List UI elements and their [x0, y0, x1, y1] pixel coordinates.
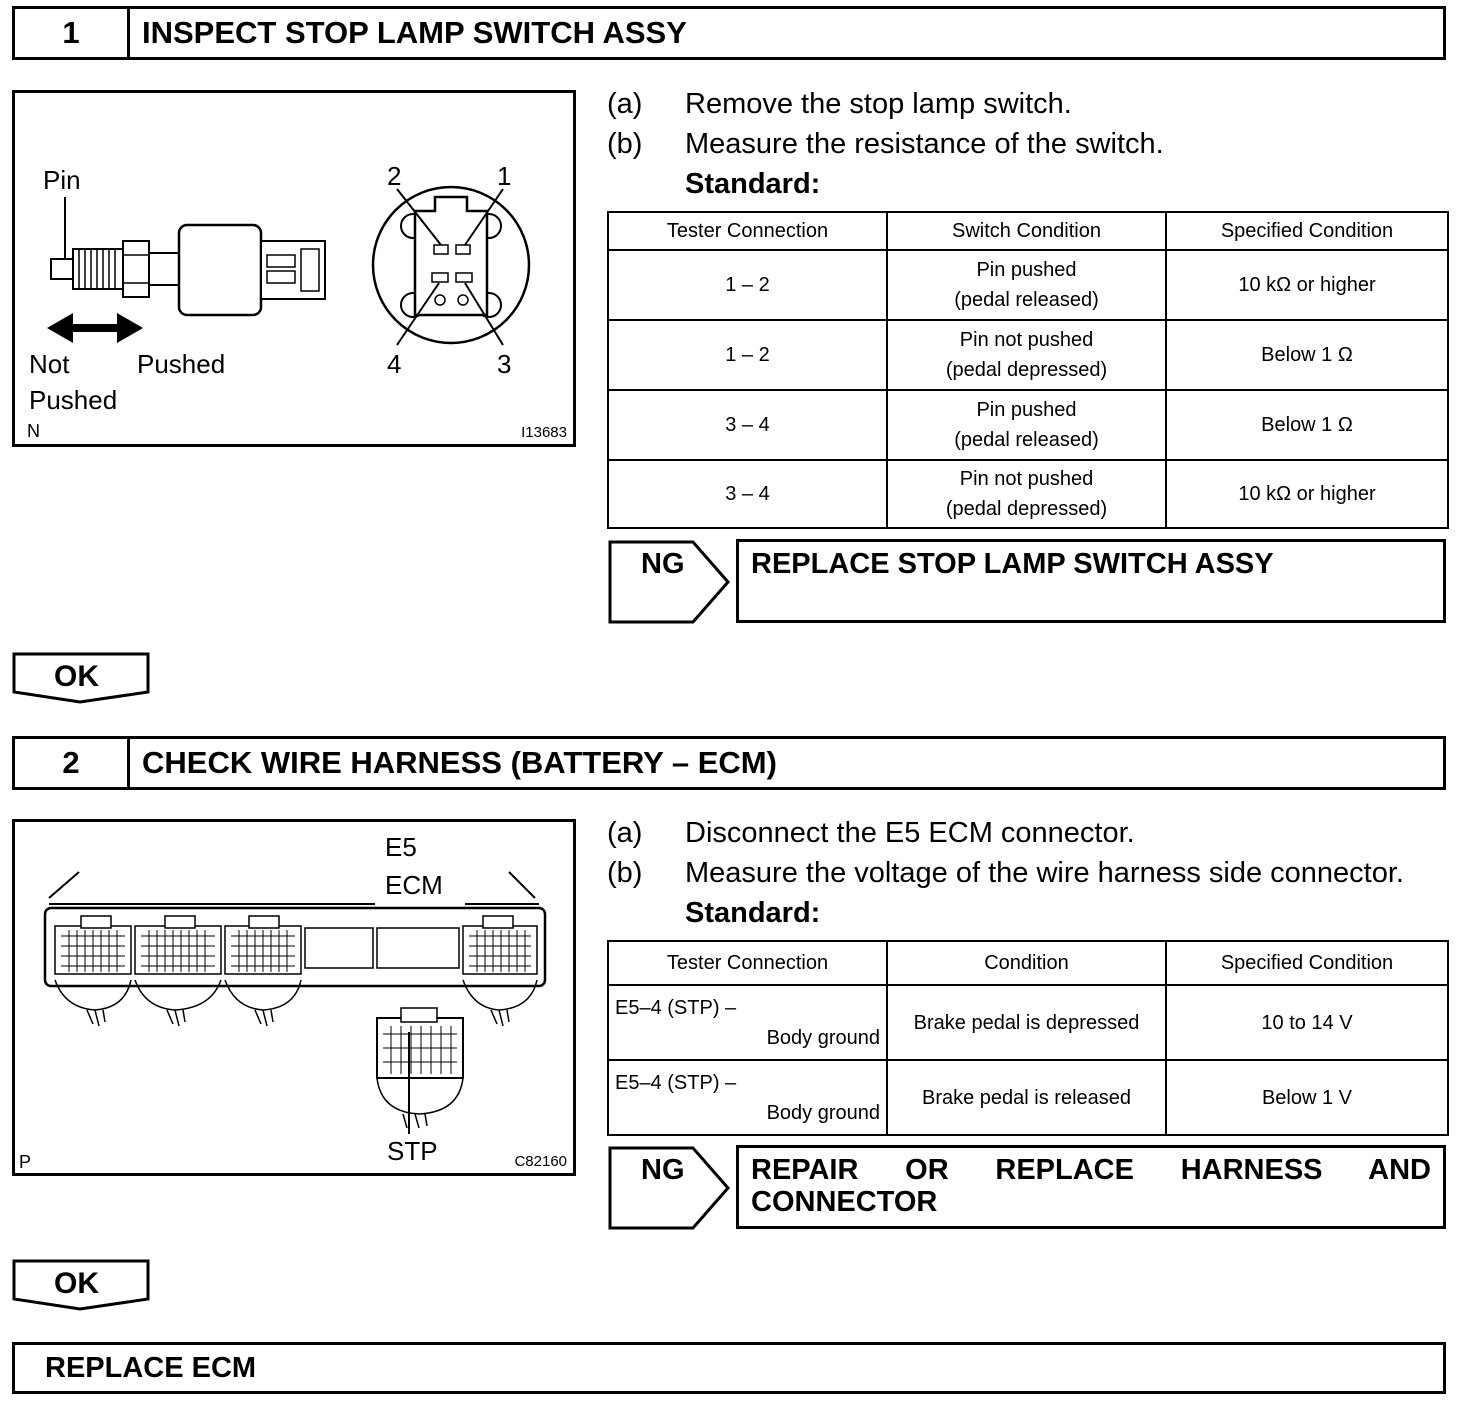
step1-ok-label: OK: [54, 660, 99, 693]
step1-spec-table: Tester Connection Switch Condition Speci…: [607, 211, 1449, 529]
instruction-a: (a) Disconnect the E5 ECM connector.: [607, 817, 1135, 849]
stp-label: STP: [387, 1136, 438, 1166]
not-pushed-label-line1: Not: [29, 349, 70, 379]
step2-instructions: (a) Disconnect the E5 ECM connector. (b)…: [607, 813, 1467, 933]
step1-figure: Pin Not Pushed Pushed 2 1 4 3 N I13683: [12, 90, 576, 447]
instruction-b: (b) Measure the resistance of the switch…: [607, 128, 1164, 160]
terminal-4-label: 4: [387, 349, 401, 379]
step2-ok-label: OK: [54, 1267, 99, 1300]
step1-ng-action: REPLACE STOP LAMP SWITCH ASSY: [736, 539, 1446, 623]
table-row: 3 – 4 Pin not pushed(pedal depressed) 10…: [607, 459, 1449, 529]
e5-connector-label: E5: [385, 832, 417, 862]
figure-corner-letter: N: [27, 421, 40, 441]
instruction-b: (b) Measure the voltage of the wire harn…: [607, 857, 1404, 889]
instruction-a: (a) Remove the stop lamp switch.: [607, 88, 1072, 120]
step1-ng-label: NG: [641, 548, 685, 580]
standard-label: Standard:: [685, 897, 821, 929]
step2-ng-label: NG: [641, 1154, 685, 1186]
table-row: 3 – 4 Pin pushed(pedal released) Below 1…: [607, 389, 1449, 461]
step2-ok-arrow: [12, 1259, 150, 1311]
step2-header: 2 CHECK WIRE HARNESS (BATTERY – ECM): [12, 736, 1446, 790]
step2-title: CHECK WIRE HARNESS (BATTERY – ECM): [142, 745, 777, 780]
terminal-3-label: 3: [497, 349, 511, 379]
pin-label: Pin: [43, 165, 81, 195]
table-row: 1 – 2 Pin not pushed(pedal depressed) Be…: [607, 319, 1449, 391]
step1-number: 1: [15, 9, 130, 57]
final-action-text: REPLACE ECM: [45, 1351, 257, 1384]
terminal-1-label: 1: [497, 161, 511, 191]
step2-number: 2: [15, 739, 130, 787]
figure-id: I13683: [521, 424, 567, 441]
pushed-label: Pushed: [137, 349, 225, 379]
table-header: Tester Connection: [607, 940, 888, 986]
standard-label: Standard:: [685, 168, 821, 200]
table-header: Specified Condition: [1165, 940, 1449, 986]
step2-ng-action: REPAIR OR REPLACE HARNESS AND CONNECTOR: [736, 1145, 1446, 1229]
terminal-2-label: 2: [387, 161, 401, 191]
step1-instructions: (a) Remove the stop lamp switch. (b) Mea…: [607, 84, 1457, 204]
ecm-connector-diagram: E5 ECM STP P C82160: [19, 832, 567, 1172]
step1-ok-arrow: [12, 652, 150, 704]
table-header: Condition: [886, 940, 1167, 986]
table-header: Switch Condition: [886, 211, 1167, 251]
table-row: E5–4 (STP) –Body ground Brake pedal is r…: [607, 1059, 1449, 1136]
ecm-label: ECM: [385, 870, 443, 900]
table-row: 1 – 2 Pin pushed(pedal released) 10 kΩ o…: [607, 249, 1449, 321]
step1-title: INSPECT STOP LAMP SWITCH ASSY: [142, 15, 687, 50]
step1-header: 1 INSPECT STOP LAMP SWITCH ASSY: [12, 6, 1446, 60]
step2-spec-table: Tester Connection Condition Specified Co…: [607, 940, 1449, 1136]
step2-figure: E5 ECM STP P C82160: [12, 819, 576, 1176]
table-header: Specified Condition: [1165, 211, 1449, 251]
table-row: E5–4 (STP) –Body ground Brake pedal is d…: [607, 984, 1449, 1061]
not-pushed-label-line2: Pushed: [29, 385, 117, 415]
figure-id: C82160: [514, 1153, 567, 1170]
step1-ng-arrow: [608, 540, 730, 624]
step2-ng-arrow: [608, 1146, 730, 1230]
stop-lamp-switch-diagram: Pin Not Pushed Pushed 2 1 4 3 N I13683: [27, 161, 567, 441]
table-header: Tester Connection: [607, 211, 888, 251]
figure-corner-letter: P: [19, 1152, 31, 1172]
final-action-box: REPLACE ECM: [12, 1342, 1446, 1394]
